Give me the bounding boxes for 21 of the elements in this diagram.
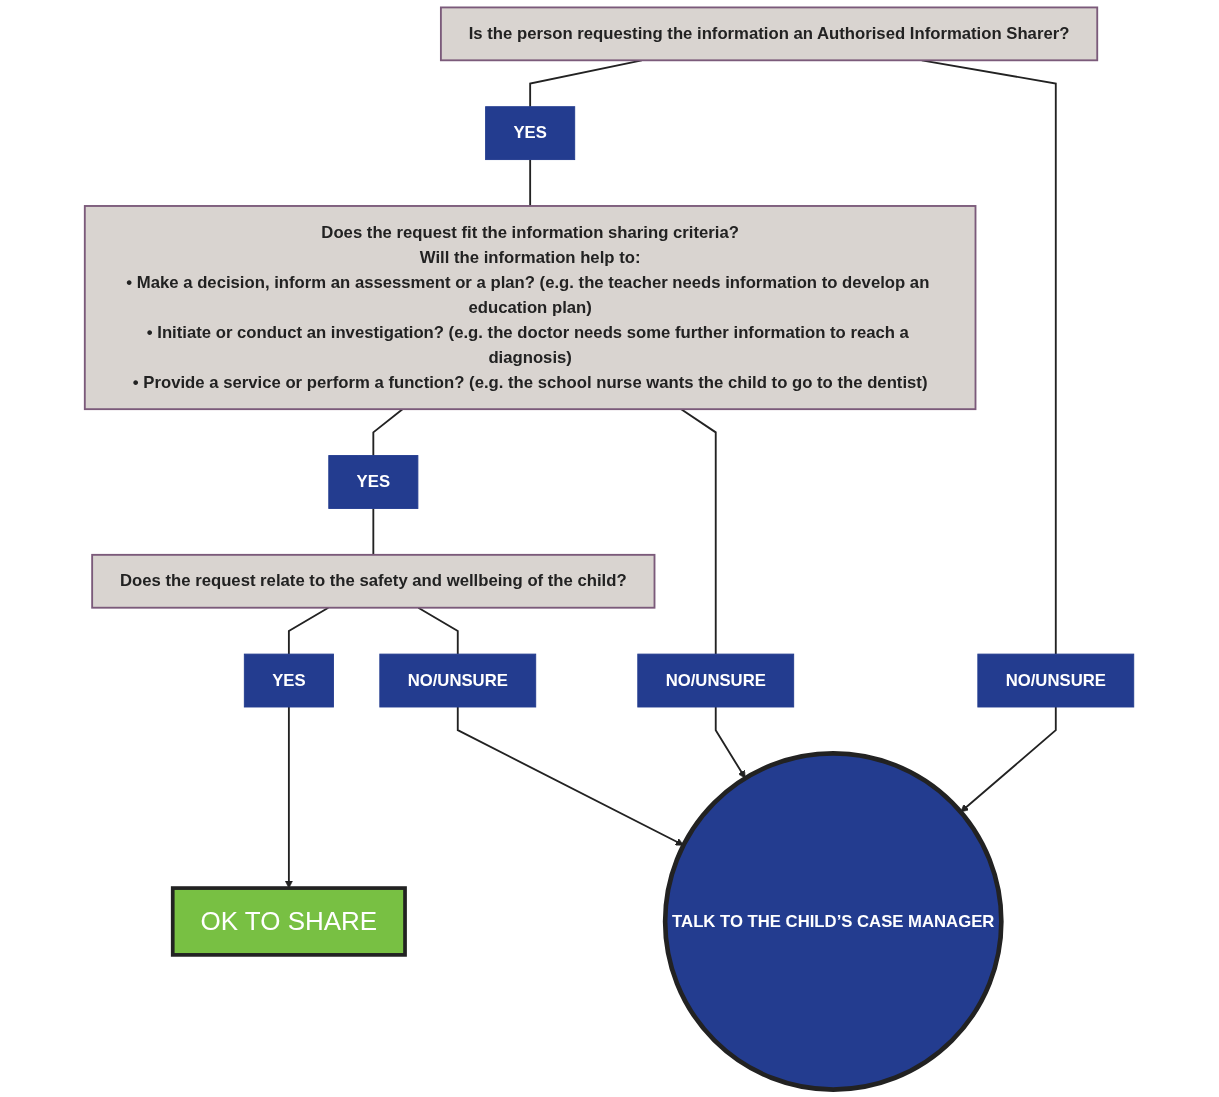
arrow bbox=[960, 706, 1057, 813]
connector bbox=[529, 158, 532, 207]
connector bbox=[372, 408, 404, 457]
node-box: NO/UNSURE bbox=[379, 653, 537, 708]
connector bbox=[680, 408, 717, 656]
arrow bbox=[285, 706, 294, 889]
node-box: YES bbox=[328, 455, 419, 509]
node-box: OK TO SHARE bbox=[171, 886, 408, 957]
node-circle: TALK TO THE CHILD’S CASE MANAGER bbox=[663, 751, 1004, 1092]
connector bbox=[372, 507, 375, 556]
arrow bbox=[457, 706, 685, 846]
node-box: YES bbox=[244, 653, 335, 708]
arrow bbox=[715, 706, 746, 779]
node-box: YES bbox=[485, 106, 576, 161]
node-box: Does the request relate to the safety and wellbeing of the child? bbox=[91, 553, 656, 609]
node-box: Does the request fit the information sharing criteria? Will the information help to: • Make a decision, inform an assessment or a plan? (e.g. the teacher needs information to develop an education plan) • Initiate or conduct an investigation? (e.g. the doctor needs some further information to reach a diagnosis) • Provide a service or perform a function? (e.g. the school nurse wants the child to go to the dentist) bbox=[84, 205, 977, 411]
node-box: NO/UNSURE bbox=[637, 653, 795, 708]
node-box: NO/UNSURE bbox=[977, 653, 1135, 708]
node-box: Is the person requesting the information an Authorised Information Sharer? bbox=[440, 6, 1099, 62]
connector bbox=[288, 606, 330, 656]
connector bbox=[417, 606, 459, 656]
